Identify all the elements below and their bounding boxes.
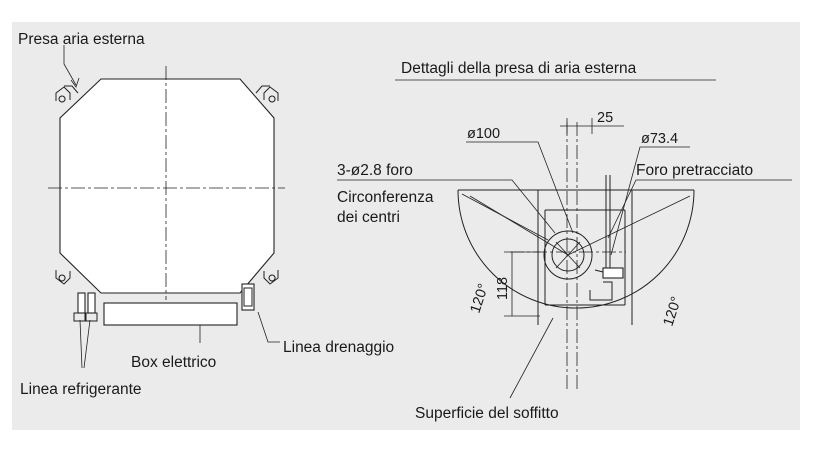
- label-ceiling-surface: Superficie del soffitto: [415, 405, 559, 422]
- pitch-circle: [543, 230, 593, 280]
- knockout-leader: [607, 179, 792, 239]
- electrical-box-shape: [103, 302, 238, 326]
- label-pitch-circle-2: dei centri: [337, 209, 400, 226]
- opening-arc: [457, 189, 695, 309]
- flange-inner: [544, 210, 626, 305]
- dim-diameter-73: ø73.4: [641, 131, 678, 147]
- dim-25: 25: [597, 110, 613, 126]
- label-electrical-box: Box elettrico: [131, 354, 216, 371]
- label-outdoor-air-intake: Presa aria esterna: [18, 31, 145, 48]
- angle-ray-right: [567, 195, 691, 256]
- label-refrigerant-line: Linea refrigerante: [20, 381, 142, 398]
- dim-25-lines: [560, 118, 624, 134]
- dia73-leader: [610, 146, 690, 256]
- indoor-unit-outline: [55, 78, 279, 294]
- dim-118-lines: [504, 251, 540, 317]
- dia100-leader: [466, 141, 574, 234]
- intake-leader: [63, 45, 77, 86]
- label-pitch-circle-1: Circonferenza: [337, 189, 434, 206]
- drain-leader: [257, 311, 280, 343]
- intake-arrowhead: [70, 77, 80, 88]
- angle-left: 120°: [468, 282, 492, 315]
- angle-right: 120°: [661, 295, 685, 328]
- label-drain-line: Linea drenaggio: [283, 339, 394, 356]
- dim-118: 118: [495, 277, 511, 300]
- angle-ray-left: [469, 195, 569, 256]
- holes-leader: [337, 179, 556, 234]
- knockout-circle: [551, 238, 585, 272]
- ceiling-surface-leader: [509, 317, 554, 399]
- refrigerant-leader: [79, 319, 91, 369]
- drain-pipe-stub: [241, 283, 255, 311]
- refrigerant-pipe-stubs: [73, 292, 98, 322]
- detail-title: Dettagli della presa di aria esterna: [401, 60, 637, 77]
- dim-diameter-100: ø100: [467, 126, 500, 142]
- mounting-screw: [589, 175, 624, 301]
- label-knockout-hole: Foro pretracciato: [636, 162, 753, 179]
- flange-top-bottom: [545, 209, 625, 306]
- label-holes: 3-ø2.8 foro: [337, 162, 413, 179]
